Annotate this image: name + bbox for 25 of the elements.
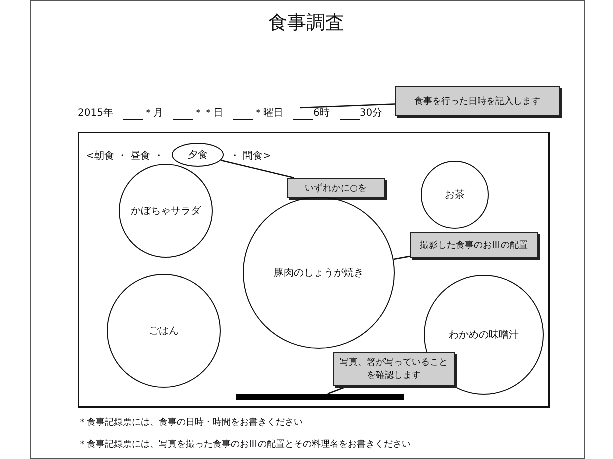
plate-circle: お茶 xyxy=(421,161,489,229)
callout-box: 写真、箸が写っていることを確認します xyxy=(333,352,455,386)
date-field-label: ＊曜日 xyxy=(253,107,284,120)
title: 食事調査 xyxy=(268,11,346,36)
plate-circle: かぼちゃサラダ xyxy=(119,164,213,258)
note-text: ＊食事記録票には、食事の日時・時間をお書きください xyxy=(78,416,303,429)
date-field-label: 2015年 xyxy=(78,107,114,120)
date-field-label: 6時 xyxy=(313,106,330,120)
callout-box: いずれかに○を xyxy=(287,178,385,198)
date-field-label: ＊月 xyxy=(143,107,164,120)
callout-box: 撮影した食事のお皿の配置 xyxy=(410,232,538,258)
plate-circle: 豚肉のしょうが焼き xyxy=(243,197,395,349)
leader-line xyxy=(300,104,396,109)
circled-choice: 夕食 xyxy=(172,143,224,167)
note-text: ＊食事記録票には、写真を撮った食事のお皿の配置とその料理名をお書きください xyxy=(78,438,411,451)
plate-circle: ごはん xyxy=(107,274,221,388)
form-frame xyxy=(78,132,550,408)
callout-box: 食事を行った日時を記入します xyxy=(395,86,560,116)
leader-line xyxy=(394,256,410,260)
chopsticks-bar xyxy=(236,394,404,400)
date-field-label: 30分 xyxy=(360,107,383,120)
meal-option-text: <朝食 ・ 昼食 ・ xyxy=(86,150,164,163)
meal-option-text: ・ 間食> xyxy=(230,150,272,163)
date-field-label: ＊＊日 xyxy=(193,107,224,120)
leader-line xyxy=(220,160,294,179)
